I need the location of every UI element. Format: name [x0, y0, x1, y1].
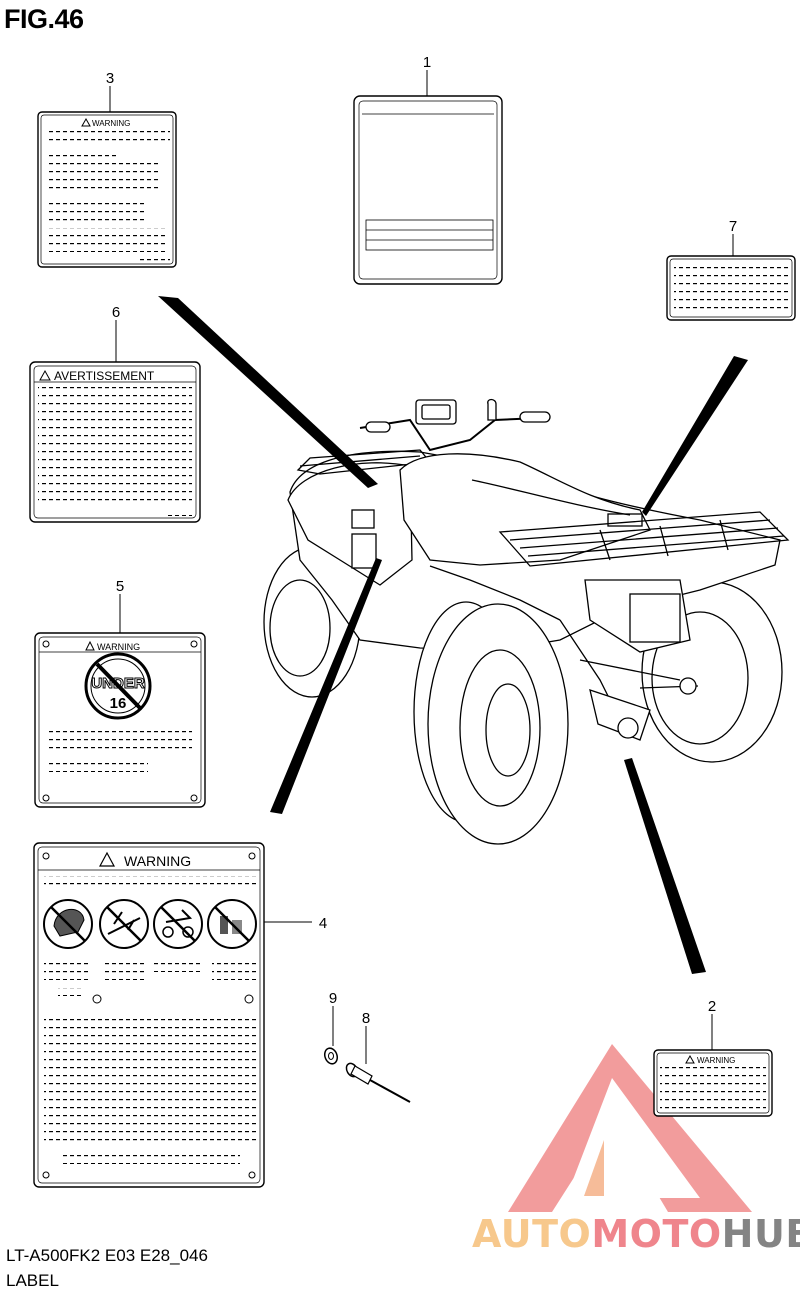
label-2-warning-text: WARNING: [697, 1056, 735, 1065]
label-6-avertissement-text: AVERTISSEMENT: [54, 369, 155, 383]
label-4: WARNING: [33, 842, 265, 1188]
callout-5: 5: [116, 578, 124, 595]
callout-1: 1: [423, 54, 431, 71]
label-5-warning-text: WARNING: [97, 642, 140, 652]
no-passenger-icon: [99, 899, 149, 949]
washer-part-9: [323, 1047, 339, 1065]
rivet-part-8: [345, 1062, 411, 1103]
callout-7: 7: [729, 218, 737, 235]
age-16-text: 16: [110, 695, 127, 712]
label-3-warning-text: WARNING: [92, 119, 130, 128]
figure-name: LABEL: [6, 1271, 59, 1290]
watermark-part-hub: HUB: [721, 1212, 800, 1256]
label-2: WARNING: [653, 1049, 773, 1117]
callout-2: 2: [708, 998, 716, 1015]
helmet-prohibition-icon: [43, 899, 93, 949]
watermark-text: AUTOMOTOHUB: [472, 1212, 800, 1256]
label-7: [666, 255, 796, 321]
callout-9: 9: [329, 990, 337, 1007]
callout-8: 8: [362, 1010, 370, 1027]
label-6: AVERTISSEMENT: [29, 361, 201, 523]
label-4-warning-text: WARNING: [124, 853, 191, 869]
label-1: [353, 95, 503, 285]
figure-title: FIG.46: [4, 4, 84, 34]
label-3: WARNING: [37, 111, 177, 268]
no-alcohol-icon: [207, 899, 257, 949]
label-pointers: [158, 296, 748, 974]
watermark-part-moto: MOTO: [591, 1212, 722, 1256]
atv-illustration: [263, 398, 790, 845]
no-road-riding-icon: [153, 899, 203, 949]
callout-4: 4: [319, 915, 327, 932]
watermark-logo-icon: [508, 1044, 752, 1212]
label-5: WARNING UNDER 16: [34, 632, 206, 808]
callout-3: 3: [106, 70, 114, 87]
callout-lines: [109, 70, 734, 1064]
model-code: LT-A500FK2 E03 E28_046: [6, 1246, 208, 1265]
no-under-16-icon: UNDER 16: [84, 652, 152, 720]
callout-numbers: 1 2 3 4 5 6 7 8 9: [106, 54, 737, 1027]
watermark-part-auto: AUTO: [472, 1212, 592, 1256]
callout-6: 6: [112, 304, 120, 321]
